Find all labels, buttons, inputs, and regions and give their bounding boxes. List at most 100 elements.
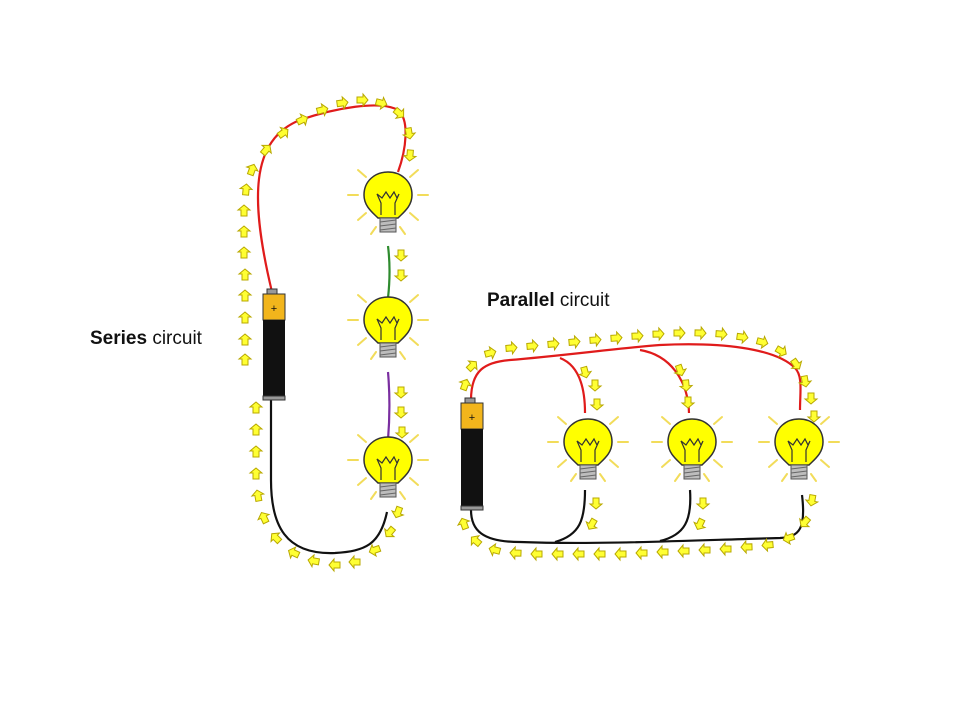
arrow-icon bbox=[255, 509, 273, 526]
arrow-icon bbox=[467, 532, 485, 550]
arrow-icon bbox=[394, 406, 408, 419]
arrow-icon bbox=[610, 331, 623, 345]
parallel-wire-positive-2 bbox=[639, 348, 691, 414]
series-circuit: + bbox=[237, 93, 429, 572]
arrow-icon bbox=[238, 311, 252, 324]
arrow-icon bbox=[249, 445, 263, 458]
arrow-icon bbox=[796, 513, 814, 531]
parallel-circuit: + bbox=[455, 326, 840, 561]
parallel-current-arrows bbox=[455, 326, 821, 561]
arrow-icon bbox=[394, 386, 408, 399]
arrow-icon bbox=[755, 334, 770, 350]
arrow-icon bbox=[572, 547, 585, 561]
series-battery-plus: + bbox=[271, 303, 277, 315]
arrow-icon bbox=[691, 516, 709, 533]
arrow-icon bbox=[719, 542, 732, 556]
arrow-icon bbox=[677, 544, 690, 558]
arrow-icon bbox=[631, 329, 644, 343]
series-bulb-1-icon bbox=[347, 169, 429, 235]
arrow-icon bbox=[593, 547, 606, 561]
arrow-icon bbox=[546, 336, 561, 351]
arrow-icon bbox=[402, 148, 417, 163]
series-wire-1 bbox=[386, 245, 391, 299]
arrow-icon bbox=[567, 334, 582, 349]
arrow-icon bbox=[740, 540, 753, 554]
arrow-icon bbox=[306, 553, 321, 569]
series-label-rest: circuit bbox=[147, 328, 202, 349]
arrow-icon bbox=[652, 327, 665, 341]
arrow-icon bbox=[239, 182, 254, 197]
arrow-icon bbox=[525, 338, 540, 353]
arrow-icon bbox=[394, 269, 408, 282]
arrow-icon bbox=[237, 204, 251, 217]
arrow-icon bbox=[328, 558, 341, 572]
parallel-bulb-1-icon bbox=[547, 416, 629, 482]
arrow-icon bbox=[257, 141, 275, 159]
parallel-label-bold: Parallel bbox=[487, 290, 555, 311]
arrow-icon bbox=[394, 249, 408, 262]
arrow-icon bbox=[583, 516, 601, 533]
arrow-icon bbox=[656, 545, 669, 559]
parallel-battery-plus: + bbox=[469, 412, 475, 424]
arrow-icon bbox=[530, 547, 543, 561]
arrow-icon bbox=[249, 401, 263, 414]
parallel-circuit-label: Parallel circuit bbox=[487, 290, 610, 312]
arrow-icon bbox=[681, 396, 695, 409]
parallel-label-rest: circuit bbox=[554, 290, 610, 311]
arrow-icon bbox=[395, 426, 409, 439]
arrow-icon bbox=[238, 268, 252, 281]
arrow-icon bbox=[509, 546, 522, 560]
arrow-icon bbox=[389, 504, 406, 521]
arrow-icon bbox=[238, 333, 252, 346]
arrow-icon bbox=[237, 225, 251, 238]
arrow-icon bbox=[348, 555, 361, 569]
series-label-bold: Series bbox=[90, 328, 148, 349]
arrow-icon bbox=[760, 538, 775, 553]
arrow-icon bbox=[483, 345, 498, 361]
parallel-wire-positive-main bbox=[469, 343, 802, 411]
parallel-wire-negative-2 bbox=[659, 489, 692, 543]
parallel-wire-negative-1 bbox=[554, 489, 587, 544]
parallel-battery-icon: + bbox=[460, 397, 484, 511]
arrow-icon bbox=[589, 333, 602, 347]
arrow-icon bbox=[589, 497, 603, 510]
series-wire-negative bbox=[269, 398, 389, 555]
series-wire-2 bbox=[386, 371, 391, 441]
arrow-icon bbox=[804, 392, 818, 405]
arrow-icon bbox=[673, 326, 686, 340]
arrow-icon bbox=[807, 410, 821, 423]
series-circuit-label: Series circuit bbox=[90, 328, 202, 350]
parallel-wire-positive-1 bbox=[559, 356, 587, 414]
arrow-icon bbox=[381, 523, 399, 541]
arrow-icon bbox=[274, 124, 292, 142]
series-bulb-2-icon bbox=[347, 294, 429, 360]
arrow-icon bbox=[294, 111, 311, 129]
arrow-icon bbox=[401, 126, 417, 141]
arrow-icon bbox=[696, 497, 710, 510]
arrow-icon bbox=[487, 542, 502, 558]
arrow-icon bbox=[804, 493, 820, 508]
arrow-icon bbox=[237, 246, 251, 259]
arrow-icon bbox=[694, 326, 707, 340]
arrow-icon bbox=[238, 289, 252, 302]
parallel-bulb-3-icon bbox=[758, 416, 840, 482]
arrow-icon bbox=[244, 161, 261, 178]
arrow-icon bbox=[635, 546, 648, 560]
arrow-icon bbox=[249, 467, 263, 480]
arrow-icon bbox=[588, 379, 602, 392]
arrow-icon bbox=[614, 547, 627, 561]
arrow-icon bbox=[267, 529, 285, 547]
parallel-bulb-2-icon bbox=[651, 416, 733, 482]
arrow-icon bbox=[249, 423, 263, 436]
arrow-icon bbox=[551, 547, 564, 561]
arrow-icon bbox=[356, 93, 369, 107]
arrow-icon bbox=[457, 376, 474, 393]
arrow-icon bbox=[735, 329, 750, 345]
arrow-icon bbox=[715, 327, 728, 341]
series-battery-icon: + bbox=[262, 288, 286, 401]
arrow-icon bbox=[238, 353, 252, 366]
arrow-icon bbox=[250, 488, 266, 503]
arrow-icon bbox=[504, 340, 519, 355]
arrow-icon bbox=[374, 95, 389, 111]
